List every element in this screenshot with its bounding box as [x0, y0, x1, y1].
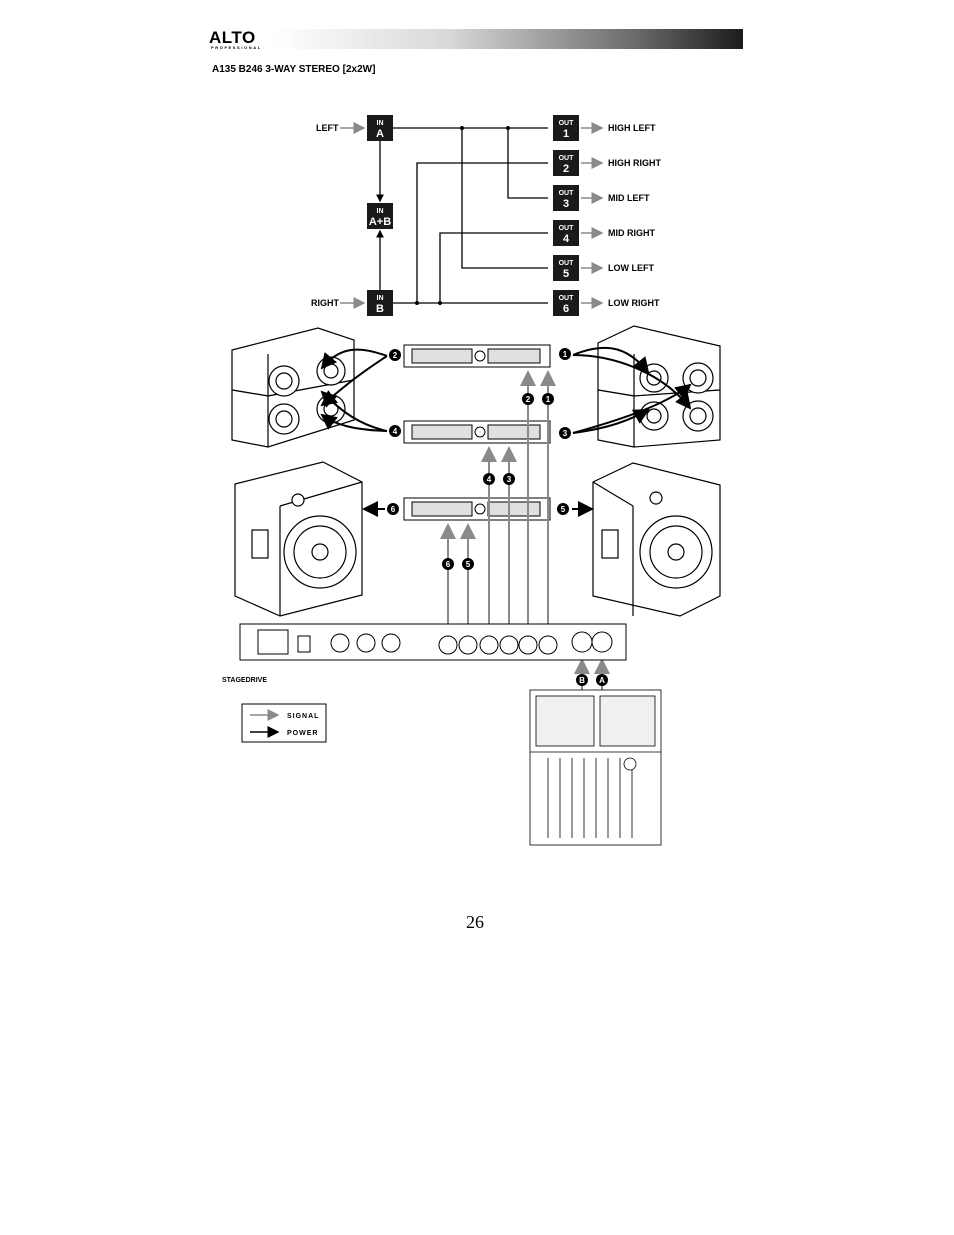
- svg-text:OUT: OUT: [559, 120, 575, 127]
- svg-text:3: 3: [563, 429, 568, 438]
- stagedrive-label: STAGEDRIVE: [222, 677, 267, 684]
- svg-text:OUT: OUT: [559, 260, 575, 267]
- svg-text:3: 3: [507, 475, 512, 484]
- svg-text:OUT: OUT: [559, 225, 575, 232]
- routing-diagram: LEFT RIGHT IN A IN A+B IN B: [311, 115, 662, 316]
- output-box-2: OUT 2: [553, 150, 579, 176]
- svg-text:A+B: A+B: [369, 216, 391, 228]
- svg-text:A: A: [599, 676, 605, 685]
- svg-text:IN: IN: [377, 208, 384, 215]
- svg-text:B: B: [376, 303, 384, 315]
- subwoofer-right: [592, 462, 721, 617]
- speaker-stack-right: [597, 325, 721, 448]
- input-box-a: IN A: [367, 115, 393, 141]
- svg-text:4: 4: [563, 233, 570, 245]
- svg-text:4: 4: [393, 427, 398, 436]
- output-box-5: OUT 5: [553, 255, 579, 281]
- svg-text:OUT: OUT: [559, 190, 575, 197]
- doc-title: A135 B246 3-WAY STEREO [2x2W]: [212, 64, 376, 75]
- svg-text:2: 2: [526, 395, 531, 404]
- svg-text:1: 1: [546, 395, 551, 404]
- svg-text:3: 3: [563, 198, 569, 210]
- svg-text:6: 6: [563, 303, 569, 315]
- input-label-left: LEFT: [316, 123, 339, 133]
- svg-text:6: 6: [446, 560, 451, 569]
- svg-text:1: 1: [563, 350, 568, 359]
- svg-text:2: 2: [563, 163, 569, 175]
- mixer: [529, 689, 662, 846]
- svg-text:OUT: OUT: [559, 295, 575, 302]
- output-label-4: MID RIGHT: [608, 228, 655, 238]
- output-box-3: OUT 3: [553, 185, 579, 211]
- header-gradient-bar: [209, 29, 743, 49]
- svg-text:1: 1: [563, 128, 569, 140]
- svg-text:IN: IN: [377, 120, 384, 127]
- alto-logo-sub: PROFESSIONAL: [211, 45, 262, 50]
- alto-logo: ALTO: [209, 28, 256, 47]
- svg-text:5: 5: [563, 268, 569, 280]
- legend-signal-label: SIGNAL: [287, 713, 319, 720]
- output-label-1: HIGH LEFT: [608, 123, 656, 133]
- output-label-2: HIGH RIGHT: [608, 158, 662, 168]
- output-label-3: MID LEFT: [608, 193, 650, 203]
- connection-badges: 2 1 4 3 6 5 2 1 4 3 6 5 B A: [387, 348, 608, 686]
- svg-text:A: A: [376, 128, 384, 140]
- input-label-right: RIGHT: [311, 298, 340, 308]
- output-label-6: LOW RIGHT: [608, 298, 660, 308]
- svg-text:OUT: OUT: [559, 155, 575, 162]
- svg-text:6: 6: [391, 505, 396, 514]
- output-box-4: OUT 4: [553, 220, 579, 246]
- legend-power-label: POWER: [287, 730, 318, 737]
- svg-text:B: B: [579, 676, 585, 685]
- page-number: 26: [466, 912, 484, 932]
- input-box-b: IN B: [367, 290, 393, 316]
- svg-text:2: 2: [393, 351, 398, 360]
- svg-text:5: 5: [466, 560, 471, 569]
- svg-text:5: 5: [561, 505, 566, 514]
- speaker-stack-left: [231, 327, 355, 448]
- subwoofer-left: [234, 461, 363, 617]
- input-box-ab: IN A+B: [367, 203, 393, 229]
- output-label-5: LOW LEFT: [608, 263, 654, 273]
- svg-text:4: 4: [487, 475, 492, 484]
- crossover-rear-panel: [239, 623, 627, 661]
- output-box-1: OUT 1: [553, 115, 579, 141]
- output-box-6: OUT 6: [553, 290, 579, 316]
- amplifier-1: [403, 344, 551, 368]
- svg-text:IN: IN: [377, 295, 384, 302]
- legend: SIGNAL POWER: [241, 703, 327, 743]
